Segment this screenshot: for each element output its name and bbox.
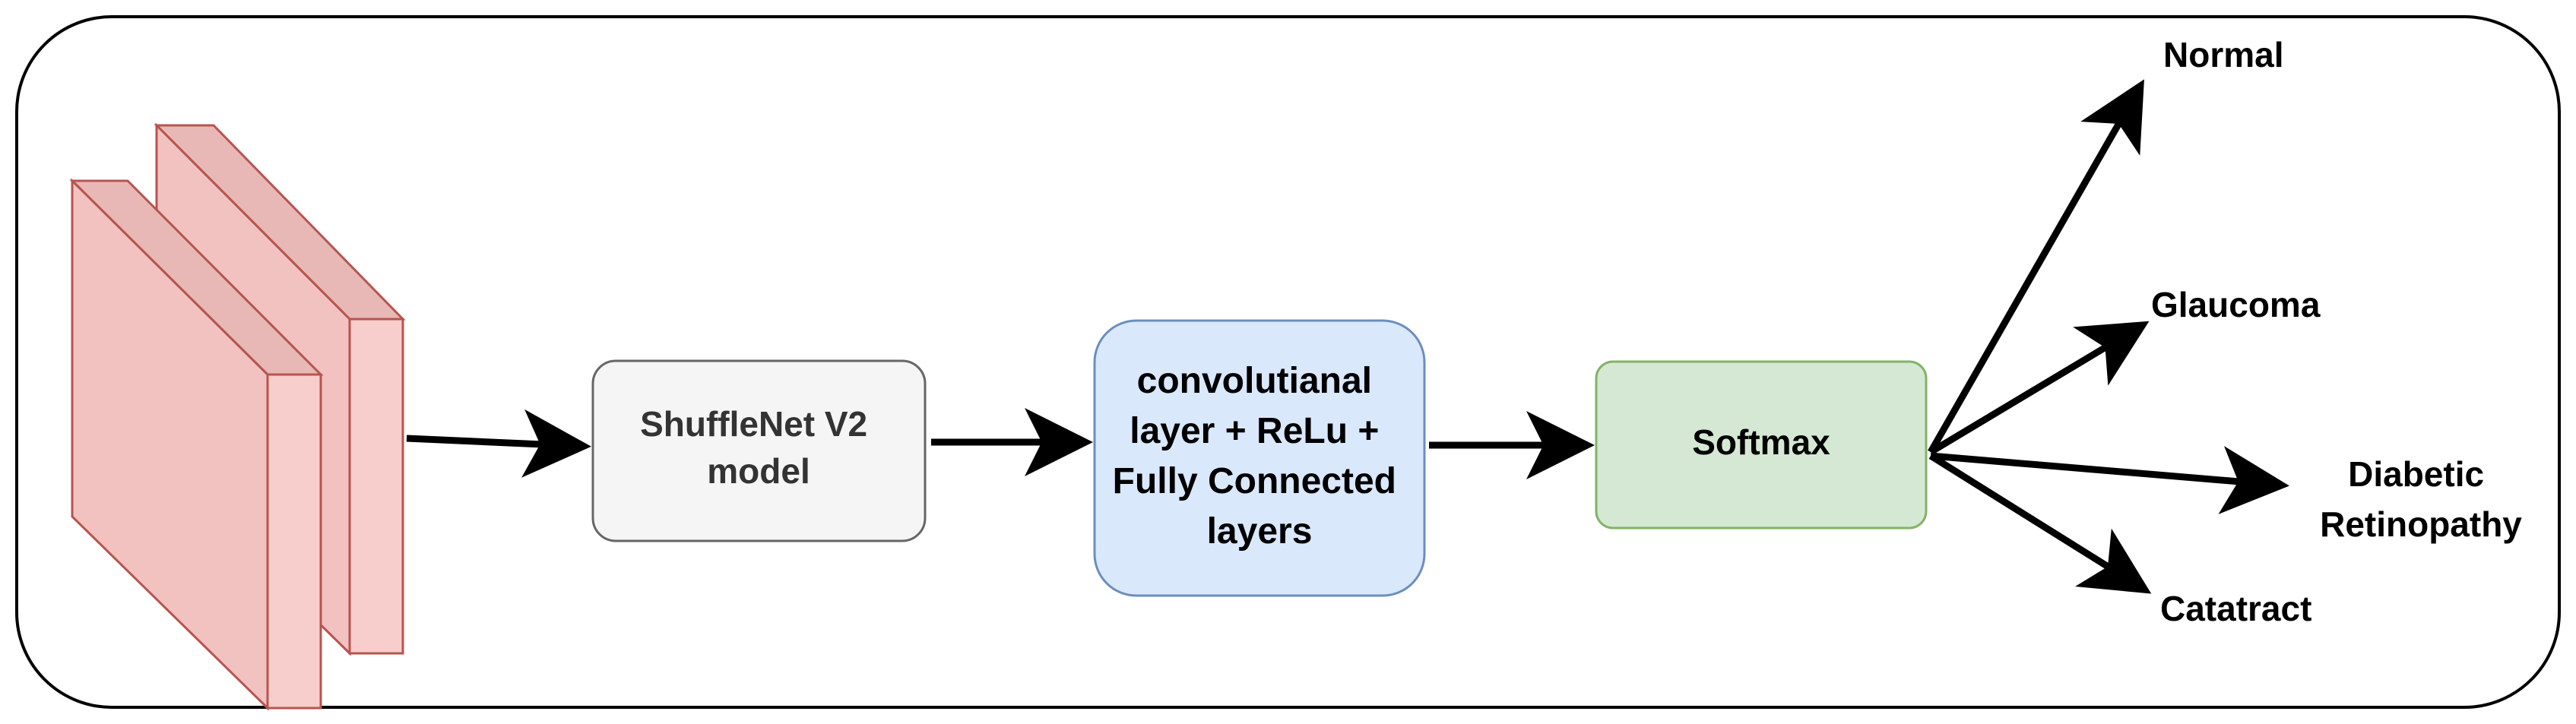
softmax-label: Softmax: [1692, 422, 1830, 462]
softmax-label-line-1: Softmax: [1692, 422, 1830, 462]
shufflenet-label: ShuffleNet V2 model: [640, 404, 877, 491]
arrow-softmax-to-glaucoma: [1928, 321, 2150, 455]
output-diabetic-line-2: Retinopathy: [2320, 504, 2522, 544]
conv-label-line-1: convolutianal: [1137, 361, 1372, 401]
arrow-softmax-to-diabetic-retinopathy: [1930, 446, 2289, 514]
conv-relu-fc-label: convolutianal layer + ReLu + Fully Conne…: [1113, 361, 1407, 552]
softmax-node: Softmax: [1595, 360, 1928, 530]
flow-arrows: [406, 79, 2289, 594]
output-glaucoma-label: Glaucoma: [2151, 285, 2321, 324]
arrow-softmax-to-normal: [1928, 79, 2144, 454]
conv-label-line-3: Fully Connected: [1113, 461, 1396, 501]
shufflenet-node: ShuffleNet V2 model: [591, 359, 927, 542]
shufflenet-label-line-2: model: [707, 451, 810, 491]
output-normal-label: Normal: [2163, 35, 2283, 74]
output-diabetic-line-1: Diabetic: [2348, 454, 2484, 494]
output-cataract-label: Catatract: [2160, 589, 2311, 628]
conv-relu-fc-node: convolutianal layer + ReLu + Fully Conne…: [1093, 319, 1426, 597]
arrow-image-to-shufflenet: [406, 409, 591, 478]
conv-label-line-4: layers: [1207, 511, 1313, 552]
input-image-slab-front: [69, 178, 324, 711]
output-diabetic-retinopathy-label: Diabetic Retinopathy: [2320, 454, 2522, 544]
conv-label-line-2: layer + ReLu +: [1130, 411, 1379, 451]
input-image-stack: [69, 122, 406, 711]
shufflenet-label-line-1: ShuffleNet V2: [640, 404, 867, 444]
arrow-softmax-to-cataract: [1928, 453, 2152, 594]
